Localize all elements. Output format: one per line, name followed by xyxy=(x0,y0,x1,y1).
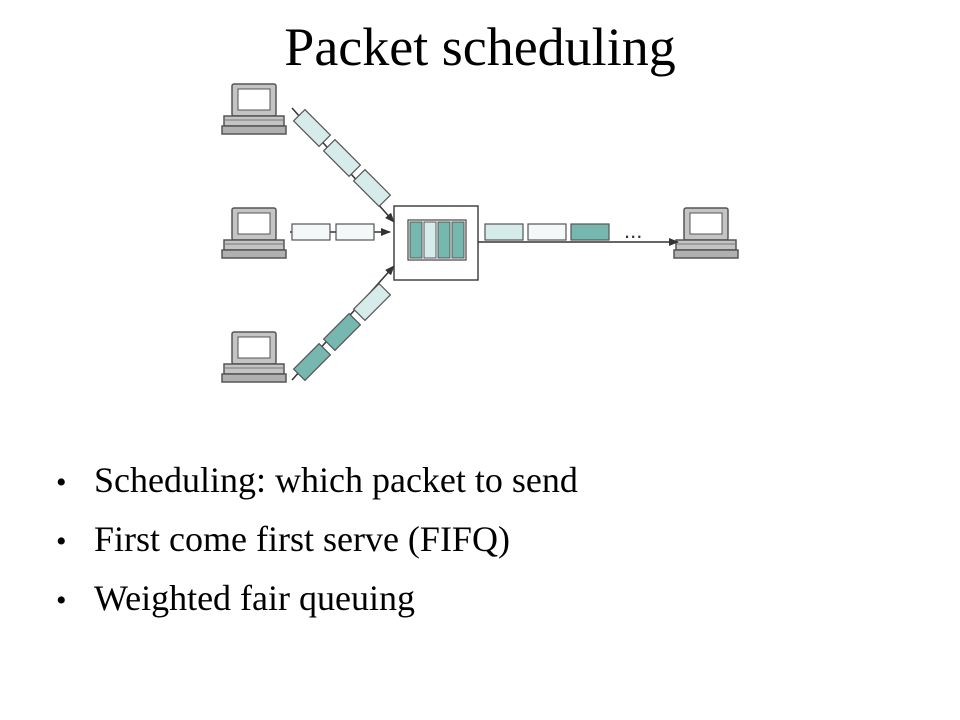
packet xyxy=(292,108,332,148)
bullet-item: • Scheduling: which packet to send xyxy=(56,458,578,517)
packet xyxy=(484,223,524,241)
receiver-computer-icon xyxy=(673,207,739,259)
sender-computer-top-icon xyxy=(221,83,287,135)
bullet-text: Weighted fair queuing xyxy=(94,578,415,618)
packet xyxy=(322,312,362,352)
packet xyxy=(292,342,332,382)
page-title: Packet scheduling xyxy=(284,17,676,77)
router-scheduler xyxy=(393,205,479,281)
bullet-item: • First come first serve (FIFQ) xyxy=(56,517,578,576)
packet xyxy=(570,223,610,241)
middle-link xyxy=(290,223,391,241)
packet xyxy=(291,223,331,241)
sender-computer-middle-icon xyxy=(221,207,287,259)
bullet-dot-icon: • xyxy=(56,584,67,617)
ellipsis-label: ... xyxy=(624,218,642,243)
bullet-dot-icon: • xyxy=(56,466,67,499)
bullet-text: Scheduling: which packet to send xyxy=(94,460,578,500)
bullet-item: • Weighted fair queuing xyxy=(56,576,578,635)
top-link xyxy=(291,107,395,223)
bottom-link xyxy=(291,265,395,382)
packet xyxy=(527,223,567,241)
packet xyxy=(322,138,362,178)
outgoing-link: ... xyxy=(478,218,679,246)
queued-packet xyxy=(451,221,465,259)
bullet-dot-icon: • xyxy=(56,525,67,558)
packet xyxy=(352,168,392,208)
bullet-text: First come first serve (FIFQ) xyxy=(94,519,510,559)
bullet-list: • Scheduling: which packet to send • Fir… xyxy=(56,458,578,635)
packet xyxy=(335,223,375,241)
queued-packet xyxy=(437,221,451,259)
packet xyxy=(352,282,392,322)
sender-computer-bottom-icon xyxy=(221,331,287,383)
queued-packet xyxy=(409,221,423,259)
queued-packet xyxy=(423,221,437,259)
